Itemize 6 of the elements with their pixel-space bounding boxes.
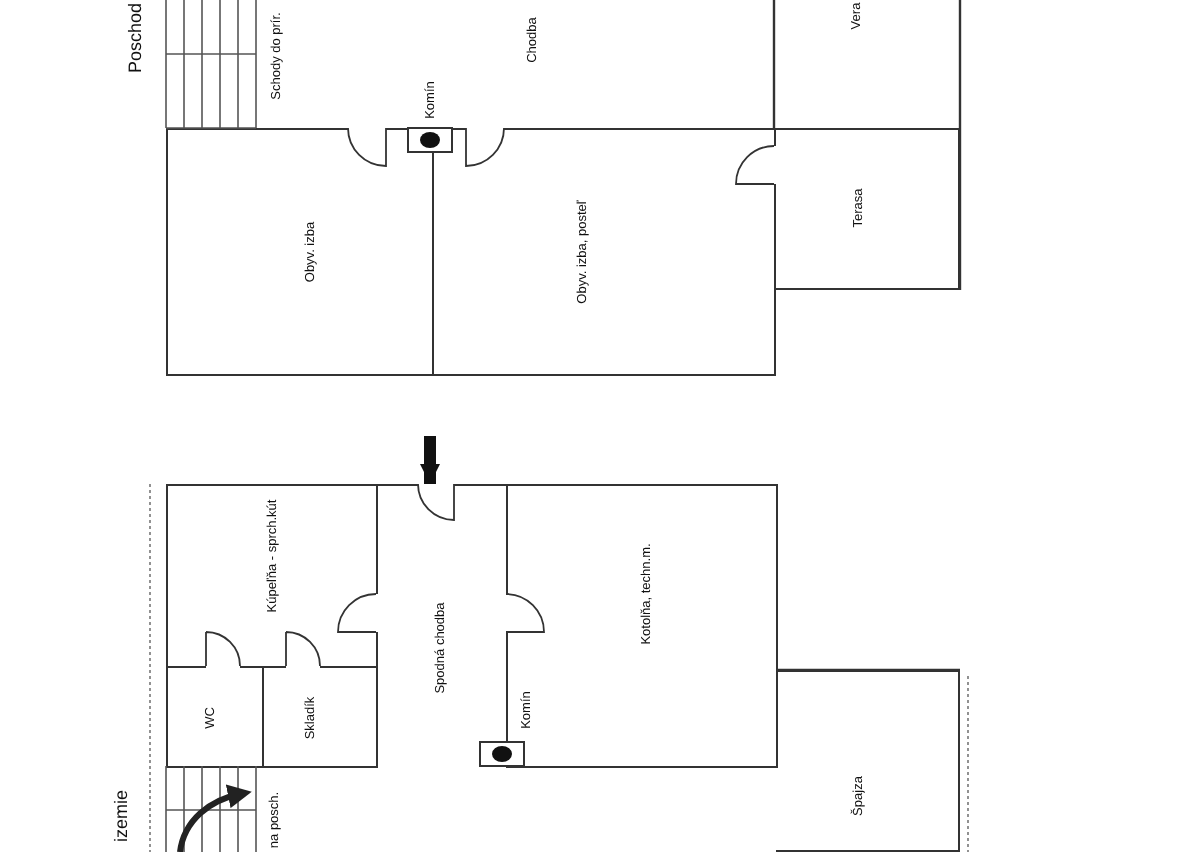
room-outline: [506, 484, 778, 768]
floor-heading: Poschod: [127, 2, 145, 74]
entrance-arrow: [420, 436, 440, 484]
room-outline: [262, 666, 378, 768]
room-outline: [776, 670, 960, 852]
floor-heading: izemie: [113, 790, 131, 842]
